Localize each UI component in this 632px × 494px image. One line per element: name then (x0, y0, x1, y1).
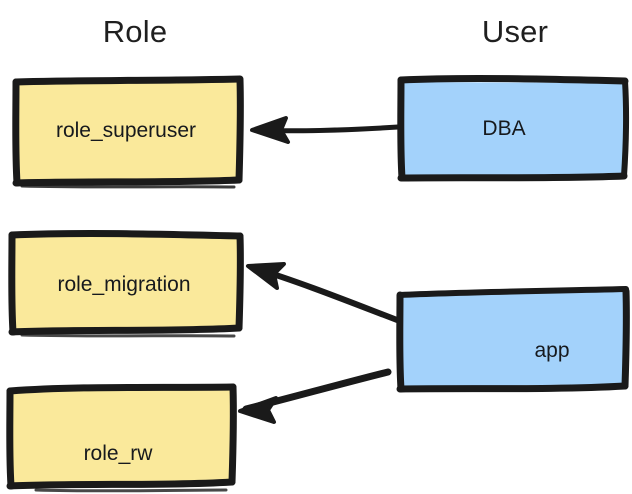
node-role-rw[interactable]: role_rw (6, 382, 237, 493)
column-header-user: User (481, 14, 549, 49)
edge-app-to-role-rw (238, 368, 392, 424)
node-shape-rect (396, 74, 630, 182)
node-app[interactable]: app (396, 286, 630, 394)
node-shape-rect (6, 382, 237, 493)
node-shape-rect (8, 228, 244, 338)
node-shape-rect (12, 74, 244, 189)
edge-app-to-role-migration (246, 262, 400, 323)
column-header-role: Role (102, 14, 168, 49)
node-dba[interactable]: DBA (396, 74, 630, 182)
node-shape-rect (396, 286, 630, 394)
node-role-superuser[interactable]: role_superuser (12, 74, 244, 189)
edge-dba-to-role-superuser (250, 116, 401, 144)
node-role-migration[interactable]: role_migration (8, 228, 244, 338)
